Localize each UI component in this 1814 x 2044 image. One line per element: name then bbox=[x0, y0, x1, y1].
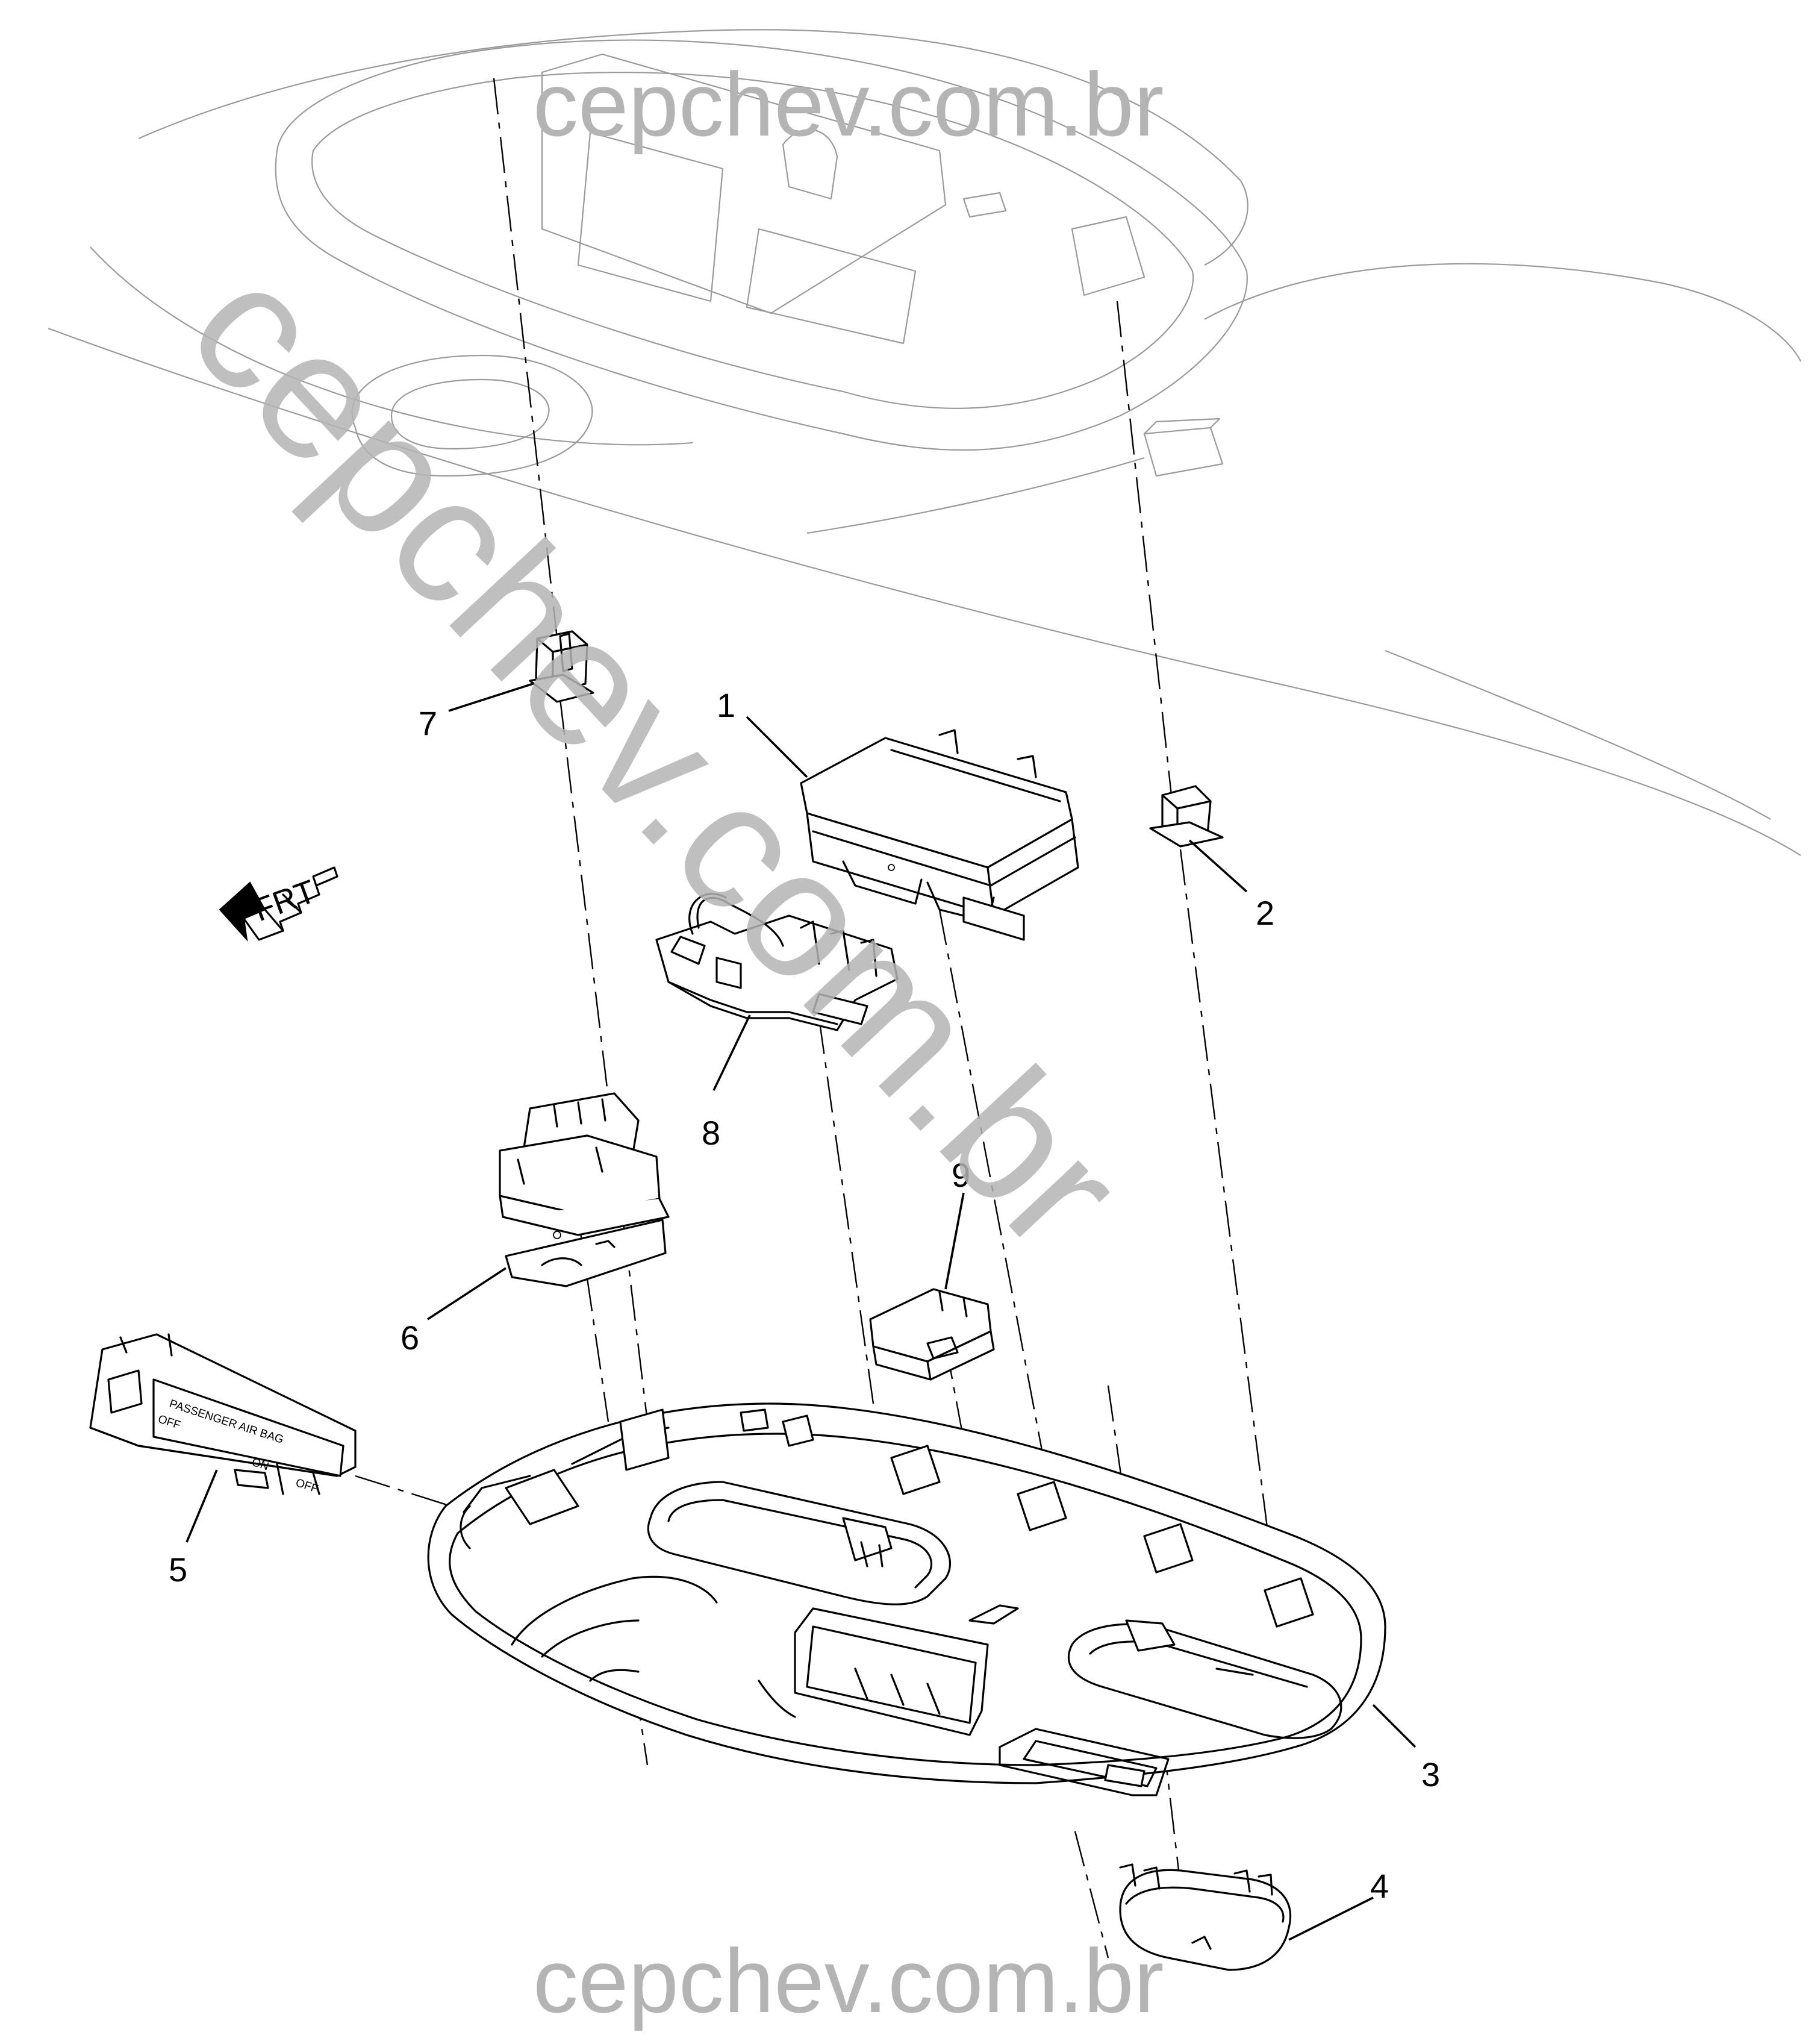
callout-leaders bbox=[185, 683, 1417, 1941]
leader-3 bbox=[1372, 1704, 1417, 1748]
part-1-module bbox=[800, 729, 1079, 941]
part-4-lens-cover bbox=[1119, 1863, 1292, 1971]
part-3-overhead-console bbox=[427, 1402, 1386, 1796]
callout-numbers: 1 2 3 4 5 6 7 8 9 bbox=[169, 686, 1440, 1905]
frt-orientation-arrow: FRT bbox=[219, 866, 338, 942]
callout-7: 7 bbox=[419, 704, 437, 742]
leader-2 bbox=[1188, 839, 1248, 893]
part-8-bracket bbox=[655, 893, 899, 1031]
leader-9 bbox=[944, 1192, 965, 1290]
part-2-clip bbox=[1149, 785, 1224, 848]
callout-3: 3 bbox=[1421, 1755, 1440, 1793]
frt-arrow-icon bbox=[219, 881, 266, 942]
part-5-airbag-indicator: PASSENGER AIR BAG OFF ON OFF bbox=[89, 1333, 357, 1496]
part-9-switch bbox=[869, 1288, 995, 1381]
callout-9: 9 bbox=[952, 1156, 970, 1194]
callout-2: 2 bbox=[1256, 894, 1274, 932]
callout-5: 5 bbox=[169, 1551, 187, 1589]
callout-4: 4 bbox=[1370, 1867, 1389, 1905]
vehicle-roof-outline bbox=[48, 29, 1801, 856]
leader-5 bbox=[185, 1469, 218, 1543]
leader-6 bbox=[427, 1267, 506, 1320]
callout-8: 8 bbox=[702, 1114, 720, 1152]
leader-7 bbox=[448, 683, 534, 712]
callout-1: 1 bbox=[717, 686, 735, 724]
part-6-switch bbox=[499, 1092, 670, 1287]
callout-6: 6 bbox=[401, 1319, 419, 1357]
part-7-clip bbox=[529, 630, 594, 703]
watermark-top: cepchev.com.br bbox=[533, 54, 1164, 155]
watermark-bottom: cepchev.com.br bbox=[533, 1930, 1164, 2031]
leader-1 bbox=[746, 716, 808, 778]
leader-8 bbox=[712, 1014, 751, 1091]
leader-4 bbox=[1288, 1896, 1374, 1941]
